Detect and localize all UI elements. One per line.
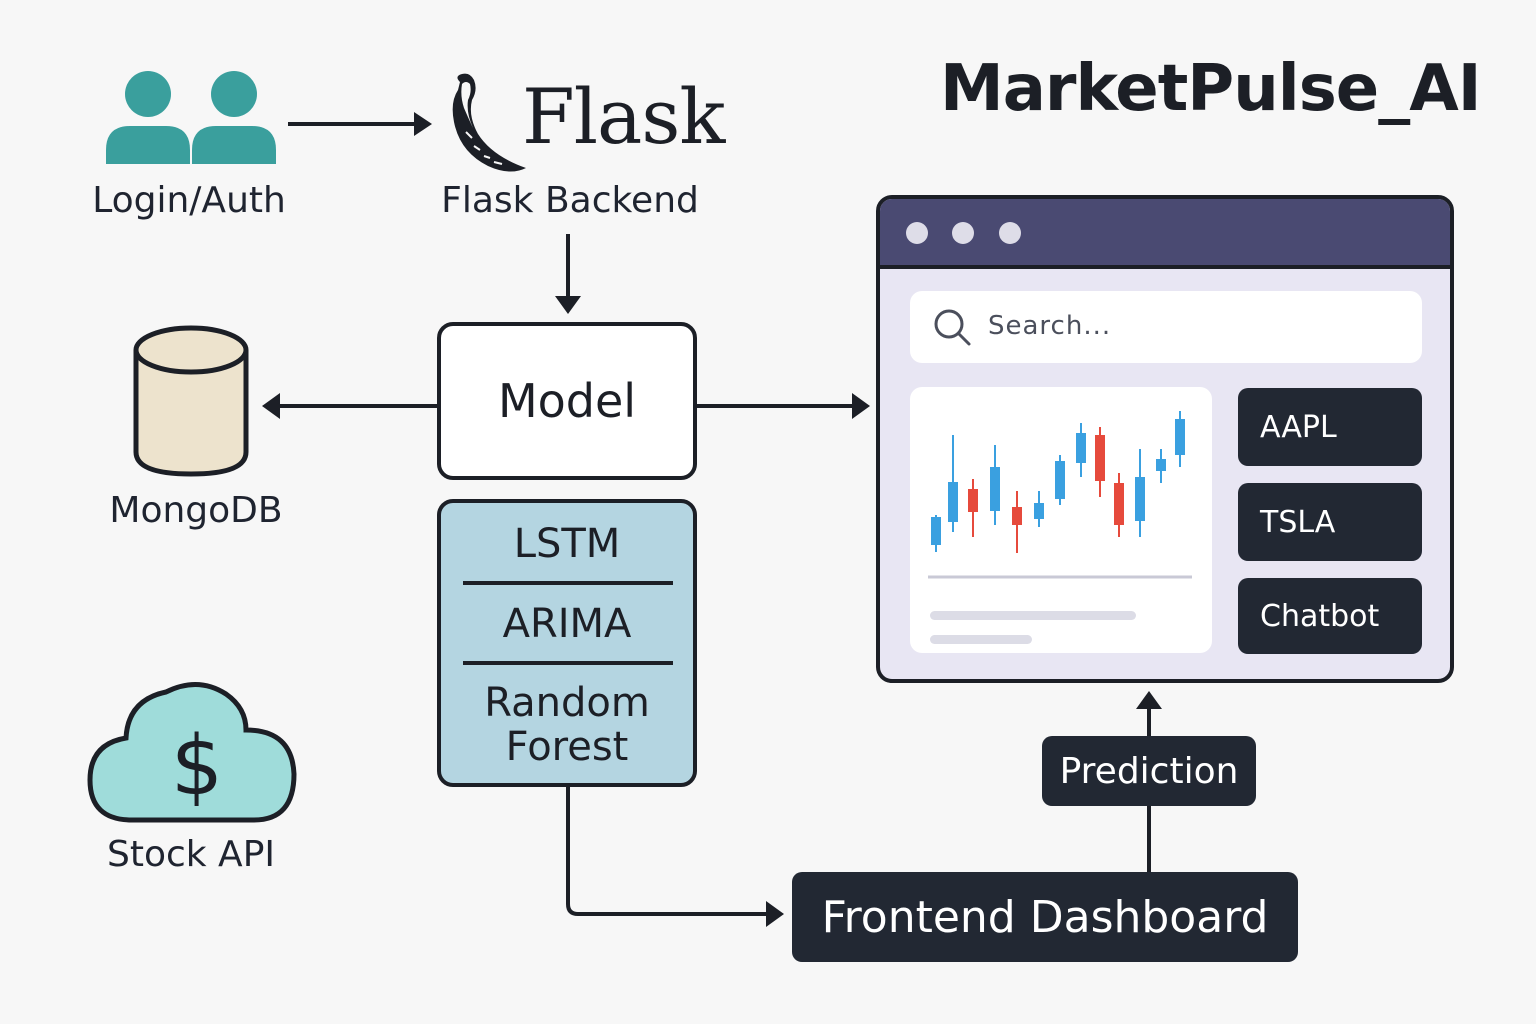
placeholder-text-bar [930,611,1136,620]
candle-body [1175,419,1185,455]
candle-body [990,467,1000,511]
algorithm-random-forest: Random Forest [484,680,650,770]
arrow-head [1136,691,1162,709]
window-dot [952,222,974,244]
window-dot [906,222,928,244]
arrow-head [852,393,870,419]
page-title: MarketPulse_AI [940,52,1482,126]
stock-api-label: Stock API [106,834,276,875]
candle-body [1114,483,1124,525]
candle-body [1076,433,1086,463]
ticker-button-tsla[interactable]: TSLA [1238,483,1422,561]
candlestick-chart-card [910,387,1212,653]
algorithm-arima: ARIMA [502,601,632,647]
candle-body [1135,477,1145,521]
algorithm-divider [463,581,673,585]
candlestick-chart [928,411,1192,644]
flask-logo-wordmark: Flask [522,72,725,161]
database-cylinder-icon [133,325,249,477]
window-dot [999,222,1021,244]
search-icon [934,309,971,346]
candle-body [931,517,941,545]
arrow-algorithms-to-frontend [566,787,768,916]
model-box: Model [437,322,697,480]
window-title-bar [880,199,1450,269]
arrow-head [262,393,280,419]
dollar-sign: $ [171,719,223,814]
candle-body [1034,503,1044,519]
frontend-dashboard-box: Frontend Dashboard [792,872,1298,962]
mongodb-label: MongoDB [109,490,283,531]
candle-body [1055,461,1065,499]
candle-body [1095,435,1105,481]
cloud-icon: $ [87,681,297,823]
arrow-head [555,296,581,314]
flask-backend-label: Flask Backend [441,180,699,221]
algorithms-box: LSTM ARIMA Random Forest [437,499,697,787]
candle-body [1012,507,1022,525]
algorithm-lstm: LSTM [513,521,621,567]
search-placeholder: Search... [988,311,1112,341]
search-input[interactable]: Search... [910,291,1422,363]
arrow-head [414,112,432,136]
flask-horn-icon [452,73,526,172]
algorithm-divider [463,661,673,665]
chatbot-button[interactable]: Chatbot [1238,578,1422,654]
login-auth-label: Login/Auth [92,180,286,221]
candle-body [948,482,958,522]
ticker-button-aapl[interactable]: AAPL [1238,388,1422,466]
users-icon [106,71,276,164]
candle-body [1156,459,1166,471]
dashboard-window: Search... AAPL TSLA Chatbot [876,195,1454,683]
candle-body [968,489,978,512]
arrow-head [766,901,784,927]
placeholder-text-bar [930,635,1032,644]
prediction-label: Prediction [1042,736,1256,806]
